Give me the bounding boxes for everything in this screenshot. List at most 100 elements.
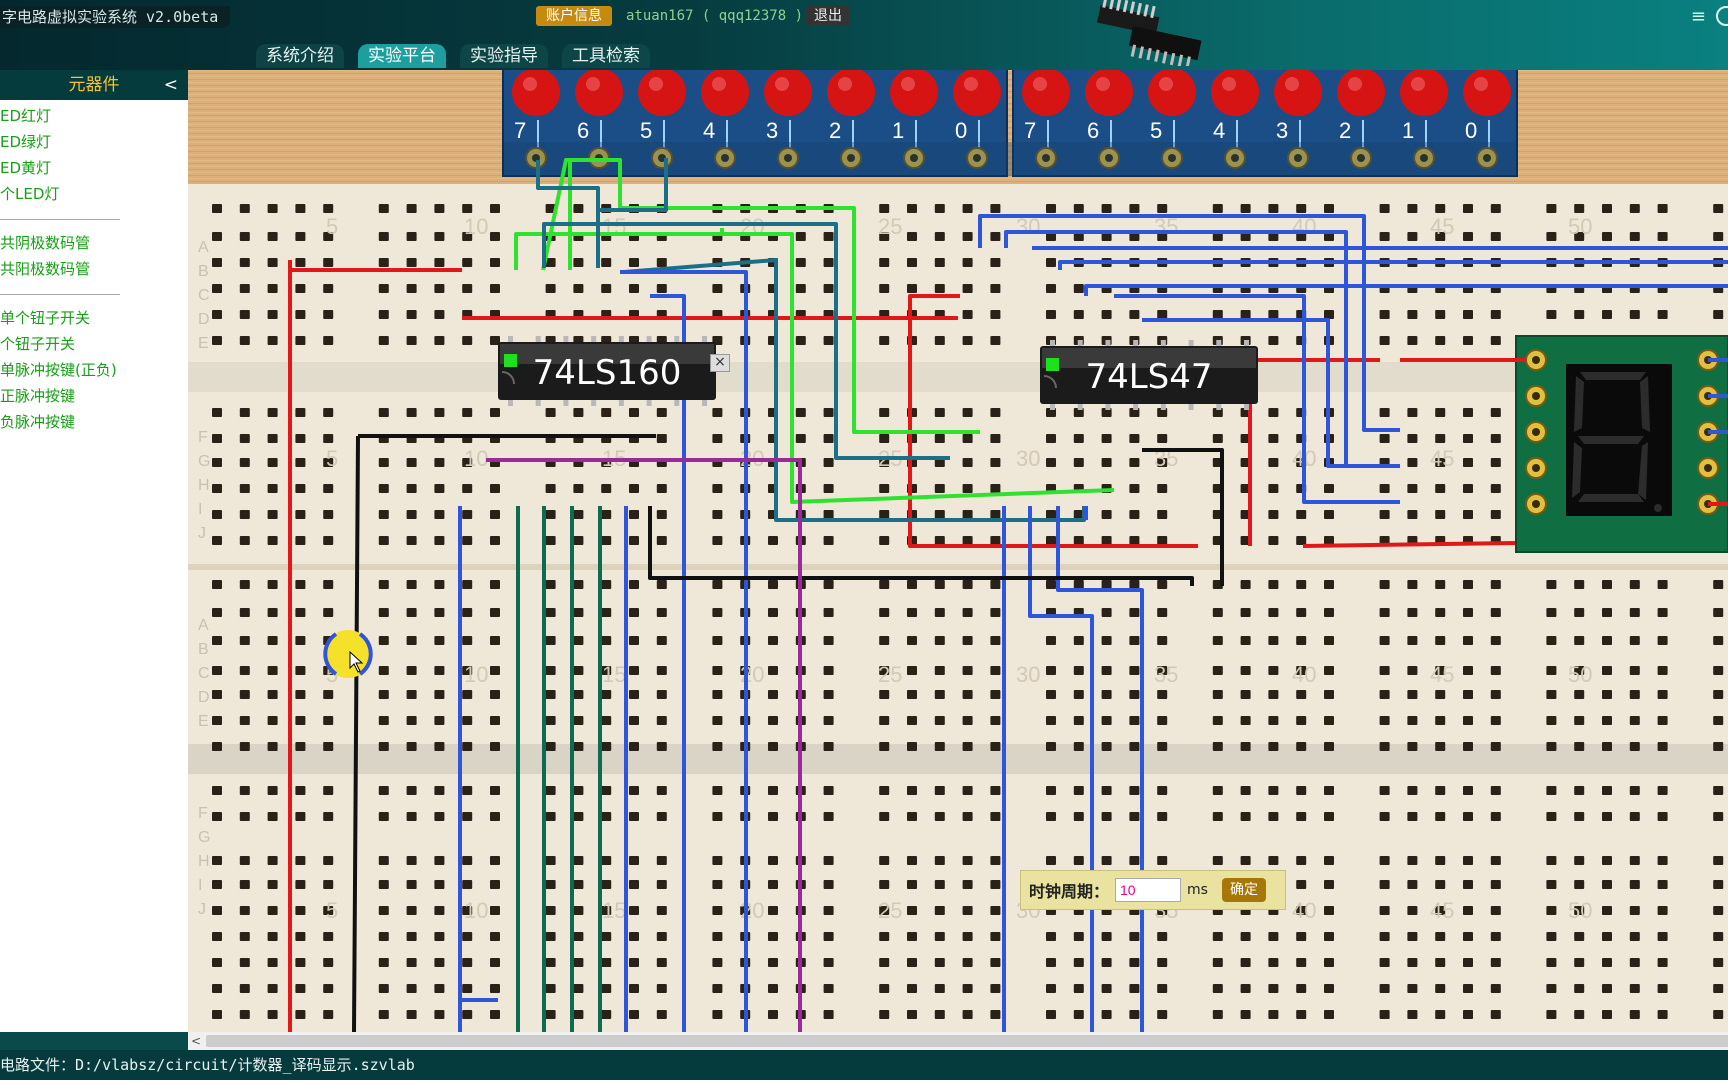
sidebar-item[interactable]: 个钮子开关 <box>0 335 76 353</box>
sidebar-item[interactable]: ED黄灯 <box>0 159 52 177</box>
breadboard-hole <box>1490 906 1501 915</box>
breadboard-hole <box>1546 958 1557 967</box>
breadboard-hole <box>1129 812 1140 821</box>
breadboard-hole <box>1073 510 1084 519</box>
breadboard-hole <box>1268 716 1279 725</box>
breadboard-hole <box>295 484 306 493</box>
account-info-button[interactable]: 账户信息 <box>536 6 612 26</box>
breadboard-hole <box>323 232 334 241</box>
logout-button[interactable]: 退出 <box>806 6 850 26</box>
breadboard-hole <box>1046 536 1056 545</box>
breadboard-hole <box>1713 716 1724 725</box>
tab-1[interactable]: 实验平台 <box>358 44 446 68</box>
breadboard-hole <box>1657 716 1668 725</box>
breadboard-hole <box>1713 984 1724 993</box>
breadboard-hole <box>907 856 917 865</box>
breadboard-hole <box>267 690 278 699</box>
breadboard-hole <box>1602 812 1612 821</box>
breadboard-hole <box>712 932 723 941</box>
clock-period-input[interactable] <box>1115 878 1182 902</box>
breadboard-hole <box>795 336 806 345</box>
breadboard-hole <box>1546 984 1557 993</box>
column-number-label: 40 <box>1292 214 1316 239</box>
breadboard-hole <box>601 580 612 589</box>
pulse-probe-icon[interactable] <box>324 630 372 678</box>
breadboard-hole <box>990 716 1001 725</box>
sidebar-item[interactable]: 共阳极数码管 <box>0 260 91 278</box>
breadboard-hole <box>1073 958 1084 967</box>
window-circle-icon[interactable] <box>1716 6 1728 26</box>
breadboard-hole <box>1379 812 1390 821</box>
sidebar-item[interactable]: ED绿灯 <box>0 133 52 151</box>
breadboard-hole <box>267 336 278 345</box>
breadboard-hole <box>1101 310 1112 319</box>
breadboard-hole <box>295 932 306 941</box>
sidebar-item[interactable]: 单个钮子开关 <box>0 309 91 327</box>
horizontal-scrollbar[interactable]: < <box>188 1032 1728 1050</box>
clock-confirm-button[interactable]: 确定 <box>1221 878 1266 902</box>
breadboard-hole <box>1713 786 1724 795</box>
breadboard-hole <box>1435 856 1446 865</box>
breadboard-hole <box>1268 636 1279 645</box>
chip-close-button[interactable]: × <box>710 354 730 372</box>
breadboard-hole <box>1546 906 1557 915</box>
breadboard-hole <box>1546 580 1557 589</box>
breadboard-hole <box>1490 636 1501 645</box>
breadboard-hole <box>1602 984 1612 993</box>
breadboard-hole <box>1073 666 1084 675</box>
breadboard-hole <box>573 958 584 967</box>
wire <box>486 458 802 1032</box>
breadboard-hole <box>712 408 723 417</box>
sidebar-item[interactable]: 个LED灯 <box>0 185 60 203</box>
breadboard-hole <box>1657 690 1668 699</box>
breadboard-hole <box>1296 1010 1307 1019</box>
breadboard-hole <box>934 690 945 699</box>
sidebar-item[interactable]: 共阴极数码管 <box>0 234 91 252</box>
breadboard-hole <box>879 932 890 941</box>
display-segment <box>1578 494 1644 502</box>
breadboard-hole <box>712 812 723 821</box>
tab-0[interactable]: 系统介绍 <box>256 44 344 68</box>
breadboard-hole <box>212 336 222 345</box>
breadboard-hole <box>1407 932 1418 941</box>
breadboard-hole <box>573 690 584 699</box>
sidebar-collapse-button[interactable]: < <box>163 75 178 95</box>
breadboard-hole <box>712 284 723 293</box>
sidebar-item[interactable]: ED红灯 <box>0 107 52 125</box>
chip-pin <box>674 336 680 342</box>
tab-3[interactable]: 工具检索 <box>562 44 650 68</box>
breadboard-hole <box>907 906 917 915</box>
tab-2[interactable]: 实验指导 <box>460 44 548 68</box>
led-highlight <box>712 77 726 91</box>
breadboard-hole <box>907 636 917 645</box>
breadboard-hole <box>1324 636 1334 645</box>
breadboard-hole <box>768 856 778 865</box>
breadboard-hole <box>323 310 334 319</box>
breadboard-hole <box>1546 786 1557 795</box>
column-number-label: 30 <box>1016 662 1040 687</box>
sidebar-item[interactable]: 负脉冲按键 <box>0 413 76 431</box>
breadboard-hole <box>239 484 250 493</box>
scrollbar-thumb[interactable] <box>206 1035 1728 1047</box>
breadboard-hole <box>1296 636 1307 645</box>
row-letter-label: B <box>198 263 209 280</box>
breadboard-hole <box>879 580 890 589</box>
row-letter-label: F <box>198 429 208 446</box>
breadboard-hole <box>1324 310 1334 319</box>
chip-notch <box>501 371 515 385</box>
wire <box>620 270 748 1032</box>
breadboard-hole <box>934 284 945 293</box>
breadboard-hole <box>323 284 334 293</box>
scroll-left-icon[interactable]: < <box>191 1034 202 1048</box>
hamburger-icon[interactable]: ≡ <box>1690 6 1706 27</box>
breadboard-hole <box>434 880 445 889</box>
breadboard-hole <box>1407 856 1418 865</box>
breadboard-hole <box>712 906 723 915</box>
sidebar-item[interactable]: 正脉冲按键 <box>0 387 76 405</box>
sidebar-item[interactable]: 单脉冲按键(正负) <box>0 361 117 379</box>
breadboard-hole <box>1268 786 1279 795</box>
wire <box>908 294 1198 548</box>
breadboard-hole <box>1435 484 1446 493</box>
